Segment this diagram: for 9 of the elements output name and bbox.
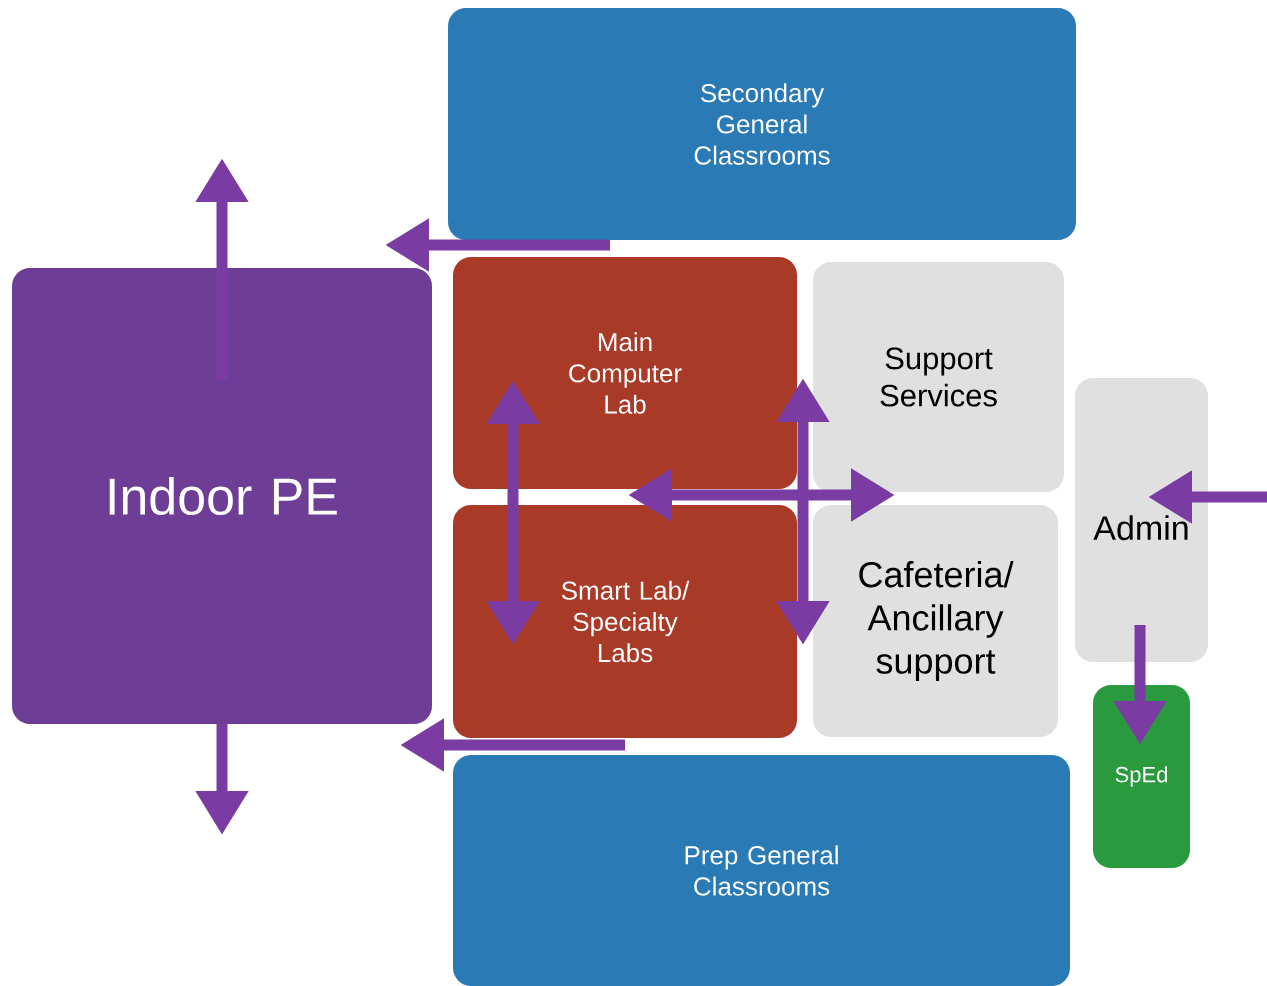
- service-block: Cafeteria/ Ancillary support: [813, 505, 1058, 737]
- gym-block: Indoor PE: [12, 268, 432, 724]
- classroom-block: Prep General Classrooms: [453, 755, 1070, 986]
- lab-block: Main Computer Lab: [453, 257, 797, 489]
- service-block: Support Services: [813, 262, 1064, 492]
- room-block: SpEd: [1093, 685, 1190, 868]
- lab-block: Smart Lab/ Specialty Labs: [453, 505, 797, 738]
- classroom-block: Secondary General Classrooms: [448, 8, 1076, 240]
- office-block: Admin: [1075, 378, 1208, 662]
